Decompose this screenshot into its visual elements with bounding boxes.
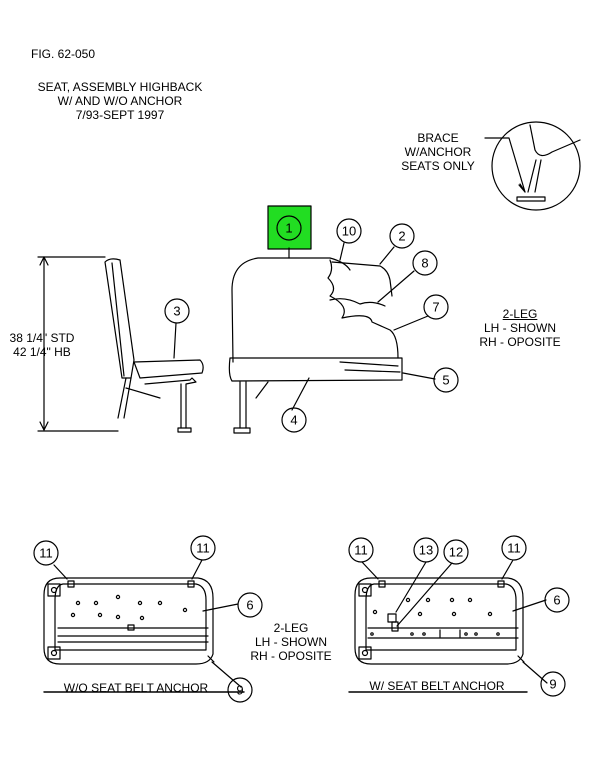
figure-title-line3: 7/93-SEPT 1997 <box>75 108 165 122</box>
callout-12: 12 <box>449 545 463 560</box>
figure-title-line1: SEAT, ASSEMBLY HIGHBACK <box>37 80 203 94</box>
figure-title-line2: W/ AND W/O ANCHOR <box>57 94 183 108</box>
figure-number: FIG. 62-050 <box>31 47 96 61</box>
brace-detail <box>484 121 581 211</box>
callout-2: 2 <box>398 229 405 244</box>
leader-lines <box>53 242 548 688</box>
callout-5: 5 <box>442 373 449 388</box>
leg-note-top-line1: 2-LEG <box>502 307 538 321</box>
callout-11-b: 11 <box>196 541 210 556</box>
brace-note-line2: W/ANCHOR <box>404 145 472 159</box>
height-dimension-line2: 42 1/4" HB <box>13 345 71 359</box>
callout-9-b: 9 <box>549 677 556 692</box>
brace-note-line3: SEATS ONLY <box>401 159 475 173</box>
leg-note-bottom-line2: LH - SHOWN <box>255 635 327 649</box>
right-view-caption: W/ SEAT BELT ANCHOR <box>369 679 505 693</box>
leg-note-bottom-line3: RH - OPOSITE <box>250 649 332 663</box>
seat-frame-view-with-anchor <box>348 577 528 693</box>
callout-13: 13 <box>419 543 433 558</box>
callout-11-c: 11 <box>354 543 368 558</box>
height-dimension-line1: 38 1/4" STD <box>9 331 75 345</box>
callout-7: 7 <box>432 300 439 315</box>
leg-note-bottom-line1: 2-LEG <box>273 621 309 635</box>
leg-note-top-line3: RH - OPOSITE <box>479 335 561 349</box>
height-dimension <box>37 256 119 432</box>
callout-4: 4 <box>290 413 297 428</box>
callout-6-a: 6 <box>246 598 253 613</box>
callout-11-d: 11 <box>507 541 521 556</box>
callout-10: 10 <box>342 224 356 239</box>
callout-8: 8 <box>421 256 428 271</box>
callout-9-a: 9 <box>236 683 243 698</box>
main-seat-view <box>228 257 403 434</box>
callout-6-b: 6 <box>553 593 560 608</box>
leg-note-top-line2: LH - SHOWN <box>484 321 556 335</box>
side-seat-view <box>104 258 204 433</box>
seat-frame-view-no-anchor <box>43 577 245 693</box>
callout-11-a: 11 <box>39 546 53 561</box>
callout-1: 1 <box>285 221 292 236</box>
callout-3: 3 <box>173 304 180 319</box>
brace-note-line1: BRACE <box>417 131 459 145</box>
highlight-box <box>267 205 312 250</box>
